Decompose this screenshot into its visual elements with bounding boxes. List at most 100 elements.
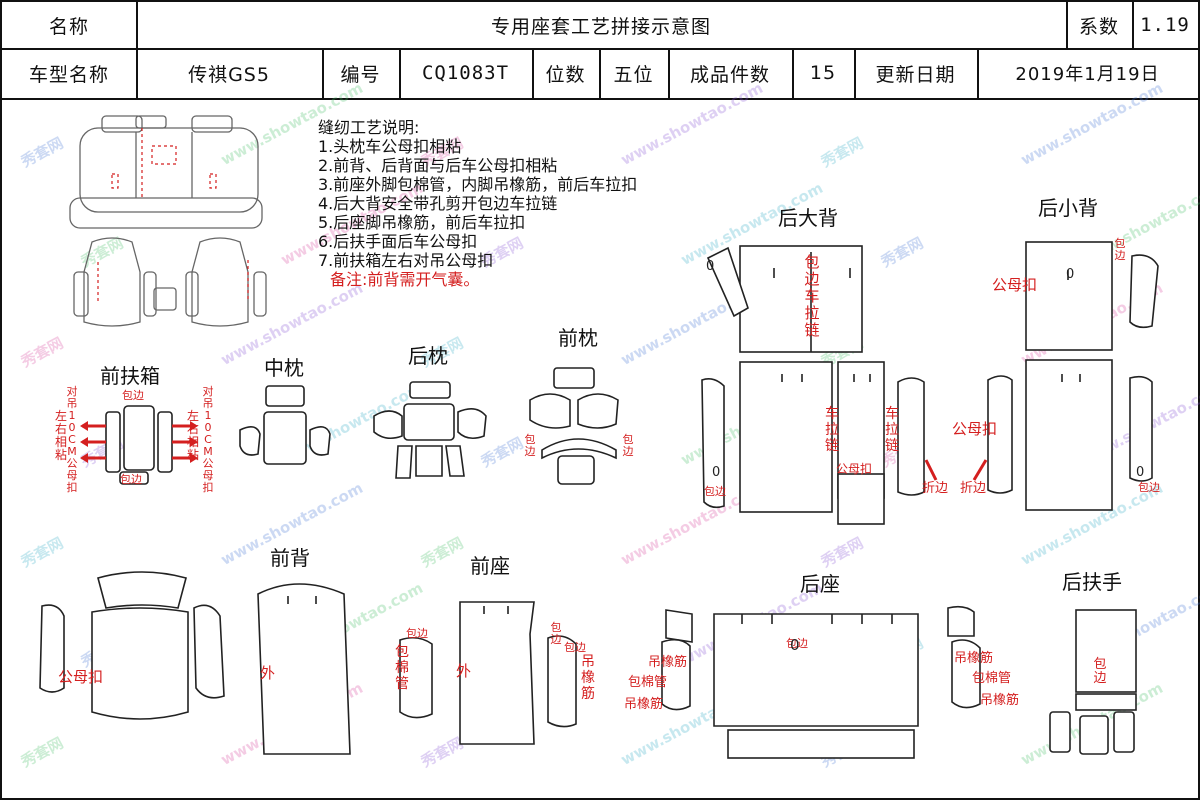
label-gongmukou: 公母扣 [58, 668, 104, 686]
label-zuoyou-xiangnian-left: 左右相粘 [54, 409, 67, 462]
code-value: CQ1083T [421, 62, 510, 84]
button-hole-marker: 0 [1066, 267, 1075, 282]
rear-big-back-pattern [701, 245, 925, 525]
label-diaoxiangjin: 吊橡筋 [624, 697, 664, 712]
label-zhebian: 折边 [960, 481, 987, 496]
note-item: 3.前座外脚包棉管，内脚吊橡筋，前后车拉扣 [318, 175, 638, 194]
label-baobian: 包边 [406, 627, 428, 640]
label-baomianguan: 包棉管 [628, 675, 668, 690]
fold-arrow [972, 459, 988, 481]
grid-line [977, 48, 979, 98]
label-zuoyou-xiangnian-right: 左右相粘 [186, 409, 199, 462]
rear-small-back-pattern [987, 241, 1159, 511]
label-zhebian: 折边 [922, 481, 949, 496]
grid-line [1132, 2, 1134, 48]
section-title-rear-pillow: 后枕 [408, 344, 448, 368]
coef-label: 系数 [1078, 15, 1119, 38]
button-hole-marker: 0 [1136, 465, 1145, 480]
label-gongmukou: 公母扣 [836, 462, 873, 476]
label-baobian: 包边 [622, 433, 634, 458]
section-title-rear-big-back: 后大背 [778, 206, 838, 230]
label-duidiao-left: 对吊10CM公母扣 [66, 385, 78, 494]
seats-label: 位数 [545, 63, 586, 86]
label-baobian: 包边 [564, 641, 586, 654]
pieces-value: 15 [809, 62, 837, 84]
label-baomianguan: 包棉管 [972, 671, 1012, 686]
seats-value: 五位 [613, 63, 654, 86]
button-hole-marker: 0 [790, 636, 800, 654]
section-title-rear-armrest: 后扶手 [1062, 570, 1122, 594]
grid-line [854, 48, 856, 98]
notes-heading: 缝纫工艺说明: [318, 118, 420, 137]
grid-line [668, 48, 670, 98]
fold-arrow [924, 459, 938, 481]
label-baobian: 包边 [786, 637, 808, 650]
label-wai: 外 [456, 662, 472, 680]
section-title-front-armbox: 前扶箱 [100, 364, 160, 388]
code-label: 编号 [340, 63, 381, 86]
section-title-rear-small-back: 后小背 [1038, 196, 1098, 220]
label-baobian: 包边 [1093, 657, 1107, 686]
note-item: 2.前背、后背面与后车公母扣相粘 [318, 156, 558, 175]
model-value: 传祺GS5 [188, 63, 270, 86]
page-title: 专用座套工艺拼接示意图 [490, 15, 711, 38]
label-bao-bian-che-la-lian: 包边车拉链 [804, 253, 820, 339]
section-title-front-pillow: 前枕 [558, 326, 598, 350]
rear-armrest-pattern [1049, 609, 1137, 755]
label-baomianguan: 包棉管 [395, 644, 409, 692]
label-baobian: 包边 [120, 473, 142, 486]
note-item: 5.后座脚吊橡筋，前后车拉扣 [318, 213, 526, 232]
note-item: 1.头枕车公母扣相粘 [318, 137, 462, 156]
label-diaoxiangjin: 吊橡筋 [954, 651, 994, 666]
seat-overview-illustration [69, 115, 267, 327]
coef-value: 1.19 [1140, 14, 1190, 36]
model-label: 车型名称 [28, 63, 109, 86]
front-pillow-pattern [529, 367, 619, 485]
section-title-middle-pillow: 中枕 [264, 356, 304, 380]
button-hole-marker: 0 [706, 259, 715, 274]
grid-line [322, 48, 324, 98]
label-diaoxiangjin: 吊橡筋 [648, 655, 688, 670]
grid-line [399, 48, 401, 98]
front-seat-pattern [399, 601, 577, 745]
note-item: 4.后大背安全带孔剪开包边车拉链 [318, 194, 558, 213]
note-item: 7.前扶箱左右对吊公母扣 [318, 251, 494, 270]
button-hole-marker: 0 [712, 465, 721, 480]
label-baobian: 包边 [122, 389, 144, 402]
label-duidiao-right: 对吊10CM公母扣 [202, 385, 214, 494]
label-wai: 外 [260, 664, 276, 682]
pieces-label: 成品件数 [689, 63, 770, 86]
label-diaoxiangjin: 吊橡筋 [980, 693, 1020, 708]
rear-pillow-pattern [373, 381, 487, 479]
label-baobian: 包边 [524, 433, 536, 458]
date-value: 2019年1月19日 [1015, 64, 1160, 85]
middle-pillow-pattern [239, 385, 331, 465]
grid-line [1066, 2, 1068, 48]
header-bottom [2, 98, 1198, 100]
notes-remark: 备注:前背需开气囊。 [330, 270, 480, 289]
name-label: 名称 [48, 15, 89, 38]
section-title-front-back: 前背 [270, 546, 310, 570]
rear-seat-pattern [661, 605, 981, 759]
label-che-la-lian-left: 车拉链 [825, 406, 839, 454]
front-back-pattern [39, 571, 351, 755]
label-gongmukou: 公母扣 [952, 420, 998, 438]
section-title-rear-seat: 后座 [800, 572, 840, 596]
label-che-la-lian-right: 车拉链 [885, 406, 899, 454]
front-armbox-pattern [80, 405, 198, 485]
label-baobian: 包边 [550, 621, 562, 646]
label-baobian: 包边 [1138, 481, 1160, 494]
section-title-front-seat: 前座 [470, 554, 510, 578]
grid-line [599, 48, 601, 98]
label-gongmukou: 公母扣 [992, 276, 1038, 294]
grid-line [532, 48, 534, 98]
grid-line [792, 48, 794, 98]
label-diaoxiangjin: 吊橡筋 [581, 654, 595, 702]
grid-line [136, 2, 138, 98]
label-baobian: 包边 [704, 485, 726, 498]
label-baobian: 包边 [1114, 237, 1126, 262]
note-item: 6.后扶手面后车公母扣 [318, 232, 478, 251]
date-label: 更新日期 [875, 63, 956, 86]
